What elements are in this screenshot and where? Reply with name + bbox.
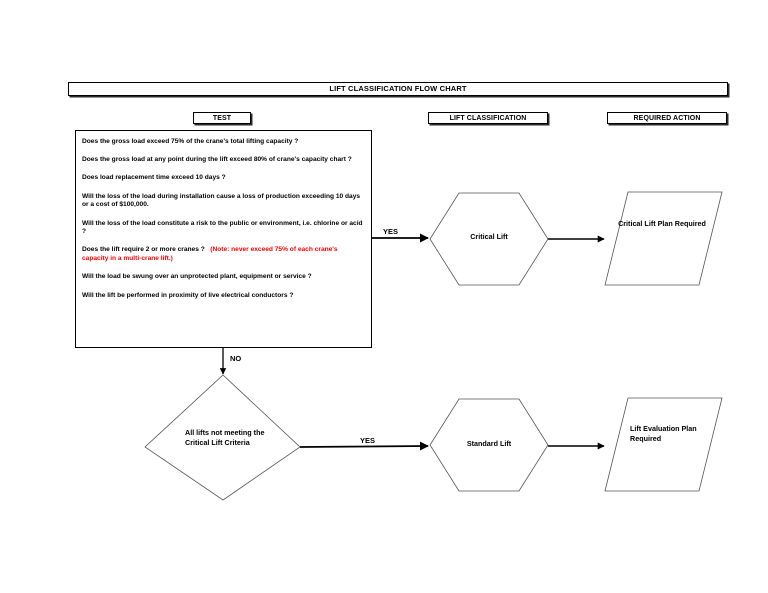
column-header-lift-classification: LIFT CLASSIFICATION <box>428 112 548 124</box>
column-header-test: TEST <box>193 112 251 124</box>
connector-decision-to-standard-lift <box>299 441 429 451</box>
hexagon-standard-lift-label: Standard Lift <box>466 439 512 448</box>
test-question: Does the gross load exceed 75% of the cr… <box>82 138 364 147</box>
column-header-required-action: REQUIRED ACTION <box>607 112 727 124</box>
test-question-text: Does the gross load at any point during … <box>82 156 352 164</box>
hexagon-critical-lift <box>429 192 549 286</box>
parallelogram-lift-evaluation-plan-label: Lift Evaluation Plan Required <box>630 424 697 444</box>
column-header-lift-classification-label: LIFT CLASSIFICATION <box>449 114 527 122</box>
hexagon-standard-lift <box>429 398 549 492</box>
test-question: Will the loss of the load during install… <box>82 193 364 210</box>
parallelogram-critical-lift-plan <box>604 191 723 286</box>
test-question: Does the lift require 2 or more cranes ?… <box>82 246 364 263</box>
diamond-not-critical-criteria <box>144 374 301 501</box>
test-question-text: Does the lift require 2 or more cranes ? <box>82 246 205 254</box>
edge-label-no: NO <box>230 354 242 363</box>
test-question-note: (Note: never exceed 75% of each crane's … <box>82 246 338 263</box>
test-question-text: Will the load be swung over an unprotect… <box>82 273 312 281</box>
edge-label-yes-critical: YES <box>383 227 399 236</box>
test-question: Will the lift be performed in proximity … <box>82 292 364 301</box>
parallelogram-lift-evaluation-plan <box>604 397 723 492</box>
test-question-text: Does load replacement time exceed 10 day… <box>82 174 226 182</box>
hexagon-critical-lift-label: Critical Lift <box>470 232 508 241</box>
test-question-text: Does the gross load exceed 75% of the cr… <box>82 138 299 145</box>
test-criteria-box: Does the gross load exceed 75% of the cr… <box>75 130 372 348</box>
test-question-text: Will the loss of the load constitute a r… <box>82 219 363 236</box>
chart-title-banner: LIFT CLASSIFICATION FLOW CHART <box>68 82 728 96</box>
test-question: Will the load be swung over an unprotect… <box>82 273 364 282</box>
column-header-test-label: TEST <box>212 114 232 122</box>
test-question: Does load replacement time exceed 10 day… <box>82 174 364 183</box>
test-question: Does the gross load at any point during … <box>82 156 364 165</box>
test-question-text: Will the loss of the load during install… <box>82 192 361 209</box>
edge-label-yes-standard: YES <box>360 436 376 445</box>
column-header-required-action-label: REQUIRED ACTION <box>633 114 701 122</box>
parallelogram-critical-lift-plan-label: Critical Lift Plan Required <box>618 219 706 228</box>
chart-title-text: LIFT CLASSIFICATION FLOW CHART <box>329 84 467 94</box>
test-question: Will the loss of the load constitute a r… <box>82 220 364 237</box>
test-question-text: Will the lift be performed in proximity … <box>82 291 294 299</box>
diamond-not-critical-criteria-label: All lifts not meeting the Critical Lift … <box>185 428 265 448</box>
